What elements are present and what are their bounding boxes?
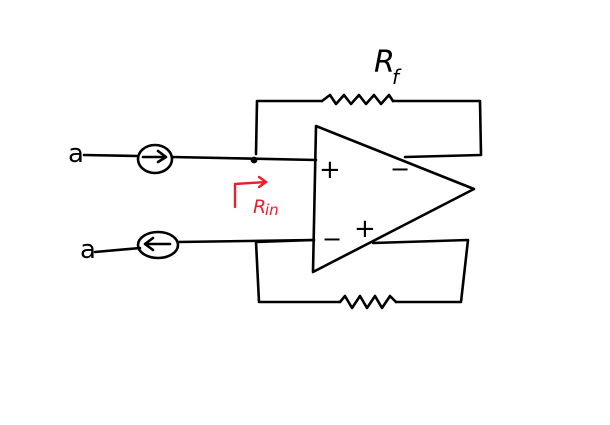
rf-label-main: R xyxy=(374,45,395,80)
bottom-feedback-wire-right xyxy=(371,238,470,304)
opamp-input-plus-sign: + xyxy=(319,155,341,185)
rin-arrow-icon xyxy=(233,175,268,209)
rin-label-main: R xyxy=(253,196,266,218)
top-input-wire-right xyxy=(170,155,318,162)
bottom-source-circle xyxy=(136,230,180,260)
bottom-feedback-resistor xyxy=(338,294,398,310)
opamp-output-plus-sign: + xyxy=(354,214,376,244)
top-source-arrow-icon xyxy=(141,149,168,164)
rf-label: R f xyxy=(374,45,402,89)
bottom-current-source xyxy=(136,230,180,260)
top-junction-dot xyxy=(250,156,258,164)
bottom-source-arrow-icon xyxy=(143,236,172,252)
top-feedback-resistor xyxy=(320,93,395,106)
top-input-wire-left xyxy=(82,153,140,158)
bottom-terminal-label: a xyxy=(80,235,96,265)
top-current-source xyxy=(136,143,174,175)
top-feedback-wire-right xyxy=(391,99,483,159)
rin-annotation: R in xyxy=(233,175,279,219)
opamp-triangle xyxy=(311,124,476,274)
opamp-input-minus-sign: − xyxy=(322,225,342,253)
bottom-feedback-wire-left xyxy=(254,238,342,304)
top-source-circle xyxy=(136,143,174,175)
rin-label-subscript: in xyxy=(265,201,279,219)
top-feedback-wire xyxy=(254,99,324,156)
opamp-output-minus-sign: − xyxy=(390,155,410,183)
top-terminal-label: a xyxy=(68,139,84,169)
bottom-input-wire-left xyxy=(93,246,142,254)
rf-label-subscript: f xyxy=(392,65,402,89)
